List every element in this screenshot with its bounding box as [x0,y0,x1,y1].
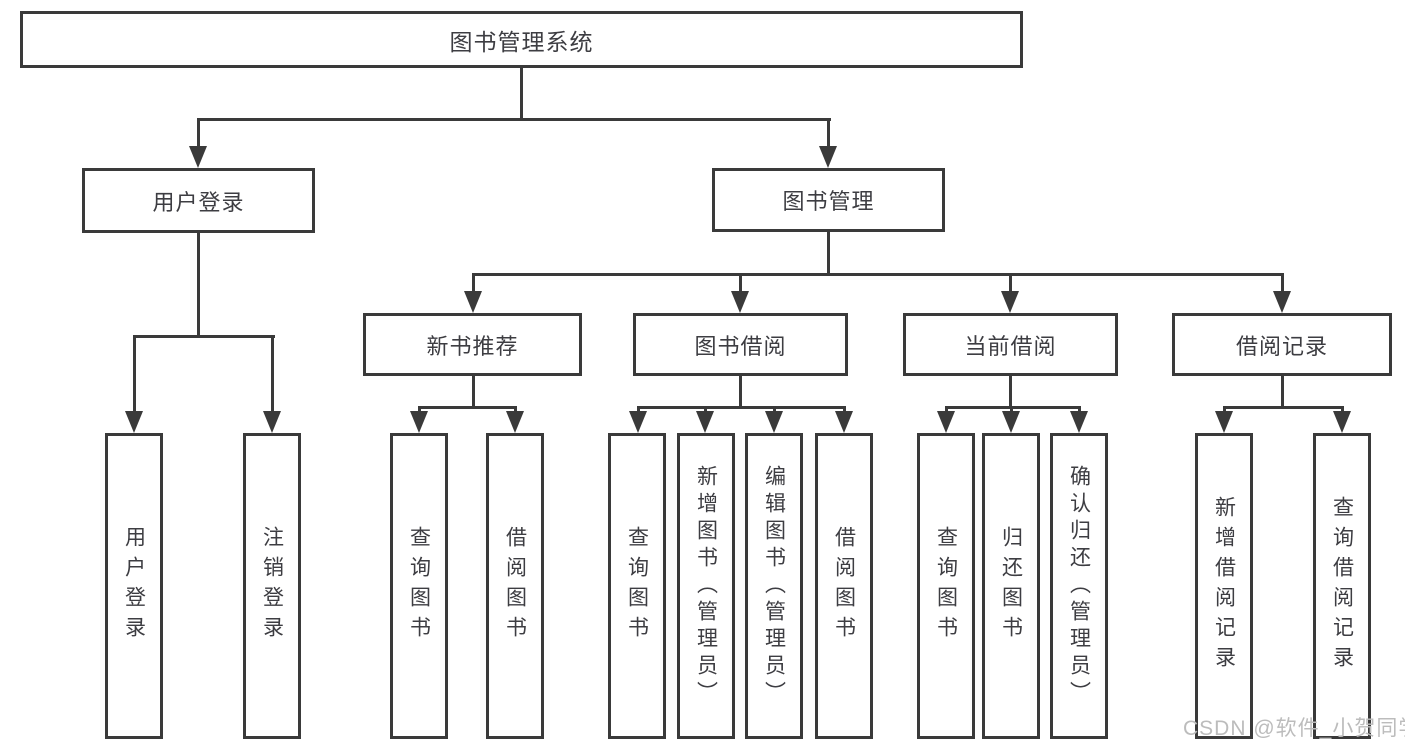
connector-line-h [945,406,1081,409]
node-user-login: 用户登录 [82,168,315,233]
leaf-user-login-label: 用户登录 [122,526,146,646]
leaf-query-books-borrowing: 查询图书 [608,433,666,739]
arrow-down-icon [1001,291,1019,313]
leaf-logout-label: 注销登录 [260,526,284,646]
leaf-query-borrow-record-label: 查询借阅记录 [1330,496,1354,676]
leaf-add-borrow-record-label: 新增借阅记录 [1212,496,1236,676]
connector-line-v [133,335,136,412]
leaf-borrow-books-label: 借阅图书 [832,526,856,646]
leaf-edit-book-admin-label: 编辑图书（管理员） [762,464,786,708]
leaf-add-book-admin-label: 新增图书（管理员） [694,464,718,708]
node-user-login-label: 用户登录 [152,189,245,215]
connector-line-h [637,406,846,409]
arrow-down-icon [819,146,837,168]
arrow-down-icon [1070,411,1088,433]
node-new-book-recommend: 新书推荐 [363,313,582,376]
node-library-system: 图书管理系统 [20,11,1023,68]
leaf-query-books-current: 查询图书 [917,433,975,739]
node-current-borrowing: 当前借阅 [903,313,1118,376]
leaf-borrow-books: 借阅图书 [815,433,873,739]
connector-line-v [827,232,830,276]
leaf-add-book-admin: 新增图书（管理员） [677,433,735,739]
connector-line-v [197,233,200,338]
connector-line-v [472,273,475,293]
leaf-logout: 注销登录 [243,433,301,739]
connector-line-h [133,335,275,338]
leaf-user-login: 用户登录 [105,433,163,739]
connector-line-v [739,376,742,409]
connector-line-v [1281,376,1284,409]
leaf-add-borrow-record: 新增借阅记录 [1195,433,1253,739]
arrow-down-icon [263,411,281,433]
leaf-confirm-return-admin-label: 确认归还（管理员） [1067,464,1091,708]
connector-line-v [1281,273,1284,293]
leaf-confirm-return-admin: 确认归还（管理员） [1050,433,1108,739]
arrow-down-icon [765,411,783,433]
arrow-down-icon [410,411,428,433]
leaf-return-books: 归还图书 [982,433,1040,739]
csdn-watermark: CSDN @软件_小贺同学 [1183,717,1405,740]
arrow-down-icon [835,411,853,433]
arrow-down-icon [1002,411,1020,433]
node-library-system-label: 图书管理系统 [449,28,594,55]
connector-line-v [739,273,742,293]
connector-line-h [197,118,831,121]
arrow-down-icon [506,411,524,433]
arrow-down-icon [1333,411,1351,433]
arrow-down-icon [125,411,143,433]
connector-line-v [271,335,274,412]
connector-line-h [418,406,517,409]
connector-line-v [1009,273,1012,293]
arrow-down-icon [731,291,749,313]
arrow-down-icon [1215,411,1233,433]
arrow-down-icon [696,411,714,433]
connector-line-h [472,273,1284,276]
leaf-query-books-recommend-label: 查询图书 [407,526,431,646]
connector-line-h [1223,406,1344,409]
connector-line-v [1009,376,1012,409]
leaf-query-books-current-label: 查询图书 [934,526,958,646]
node-borrowing-records: 借阅记录 [1172,313,1392,376]
leaf-return-books-label: 归还图书 [999,526,1023,646]
node-borrowing-records-label: 借阅记录 [1235,333,1328,359]
node-new-book-recommend-label: 新书推荐 [426,333,519,359]
connector-line-v [472,376,475,409]
node-book-management: 图书管理 [712,168,945,232]
arrow-down-icon [1273,291,1291,313]
node-book-borrowing: 图书借阅 [633,313,848,376]
leaf-query-books-recommend: 查询图书 [390,433,448,739]
leaf-query-books-borrowing-label: 查询图书 [625,526,649,646]
node-book-borrowing-label: 图书借阅 [694,333,787,359]
leaf-edit-book-admin: 编辑图书（管理员） [745,433,803,739]
arrow-down-icon [464,291,482,313]
connector-line-v [827,118,830,150]
leaf-query-borrow-record: 查询借阅记录 [1313,433,1371,739]
node-book-management-label: 图书管理 [782,189,875,214]
arrow-down-icon [189,146,207,168]
connector-line-v [520,68,523,120]
connector-line-v [197,118,200,150]
node-current-borrowing-label: 当前借阅 [964,333,1057,359]
leaf-borrow-books-recommend-label: 借阅图书 [503,526,527,646]
leaf-borrow-books-recommend: 借阅图书 [486,433,544,739]
arrow-down-icon [937,411,955,433]
arrow-down-icon [629,411,647,433]
